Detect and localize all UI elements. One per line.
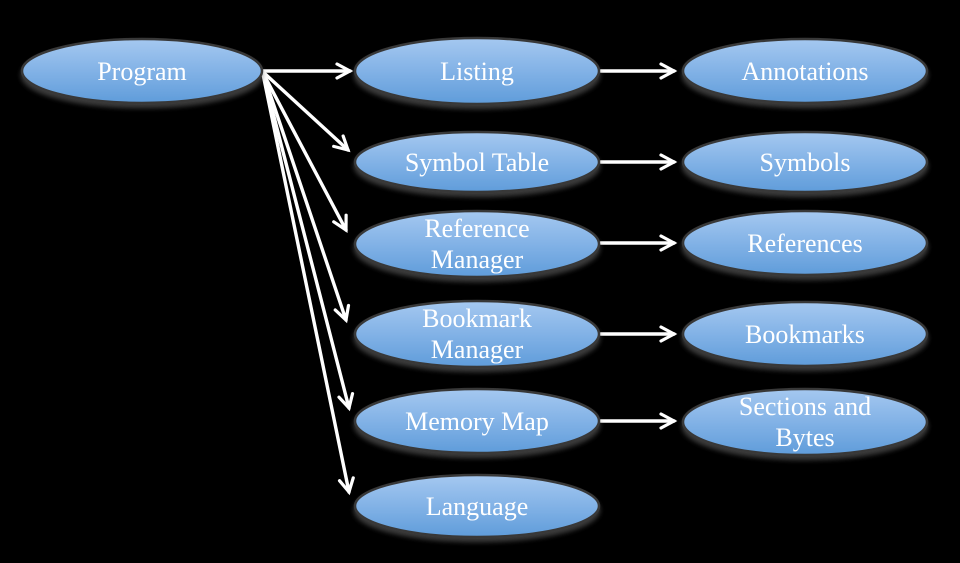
- node-language-shape: [353, 473, 601, 539]
- node-references-shape: [681, 209, 929, 277]
- node-program-shape: [20, 37, 264, 105]
- node-program-label: Program: [97, 57, 187, 86]
- node-bookmark-manager-shape: [353, 299, 601, 369]
- node-sections-and-bytes-shape: [681, 387, 929, 457]
- node-reference-manager-label-line1: Reference: [424, 214, 529, 243]
- node-annotations: Annotations: [681, 37, 929, 105]
- node-symbol-table: Symbol Table: [353, 130, 601, 194]
- node-bookmarks-shape: [681, 300, 929, 368]
- node-symbol-table-label: Symbol Table: [405, 148, 549, 177]
- node-bookmark-manager-label-line1: Bookmark: [422, 304, 532, 333]
- node-language: Language: [353, 473, 601, 539]
- node-annotations-label: Annotations: [741, 57, 868, 86]
- node-sections-and-bytes: Sections and Bytes: [681, 387, 929, 457]
- arrow-program-to-bookmark-manager: [261, 71, 351, 324]
- edge-group: [261, 62, 678, 496]
- node-memory-map: Memory Map: [353, 387, 601, 455]
- node-bookmarks: Bookmarks: [681, 300, 929, 368]
- node-memory-map-label: Memory Map: [405, 407, 549, 436]
- node-symbols-shape: [681, 130, 929, 194]
- node-annotations-shape: [681, 37, 929, 105]
- node-references-label: References: [747, 229, 862, 258]
- node-bookmark-manager: Bookmark Manager: [353, 299, 601, 369]
- node-symbols-label: Symbols: [759, 148, 850, 177]
- arrow-program-to-symbol-table: [261, 70, 351, 153]
- node-bookmarks-label: Bookmarks: [745, 320, 865, 349]
- node-listing-label: Listing: [440, 57, 514, 86]
- node-reference-manager: Reference Manager: [353, 209, 601, 279]
- node-memory-map-shape: [353, 387, 601, 455]
- node-references: References: [681, 209, 929, 277]
- node-sections-and-bytes-label-line2: Bytes: [775, 423, 834, 452]
- node-reference-manager-shape: [353, 209, 601, 279]
- node-program: Program: [20, 37, 264, 105]
- node-bookmark-manager-label-line2: Manager: [431, 335, 524, 364]
- arrow-program-to-reference-manager: [261, 71, 348, 233]
- node-listing-shape: [353, 36, 601, 106]
- node-symbols: Symbols: [681, 130, 929, 194]
- node-listing: Listing: [353, 36, 601, 106]
- node-reference-manager-label-line2: Manager: [431, 245, 524, 274]
- node-language-label: Language: [426, 492, 529, 521]
- arrow-program-to-memory-map: [261, 72, 355, 412]
- node-symbol-table-shape: [353, 130, 601, 194]
- arrow-program-to-language: [261, 72, 355, 496]
- node-sections-and-bytes-label-line1: Sections and: [739, 392, 871, 421]
